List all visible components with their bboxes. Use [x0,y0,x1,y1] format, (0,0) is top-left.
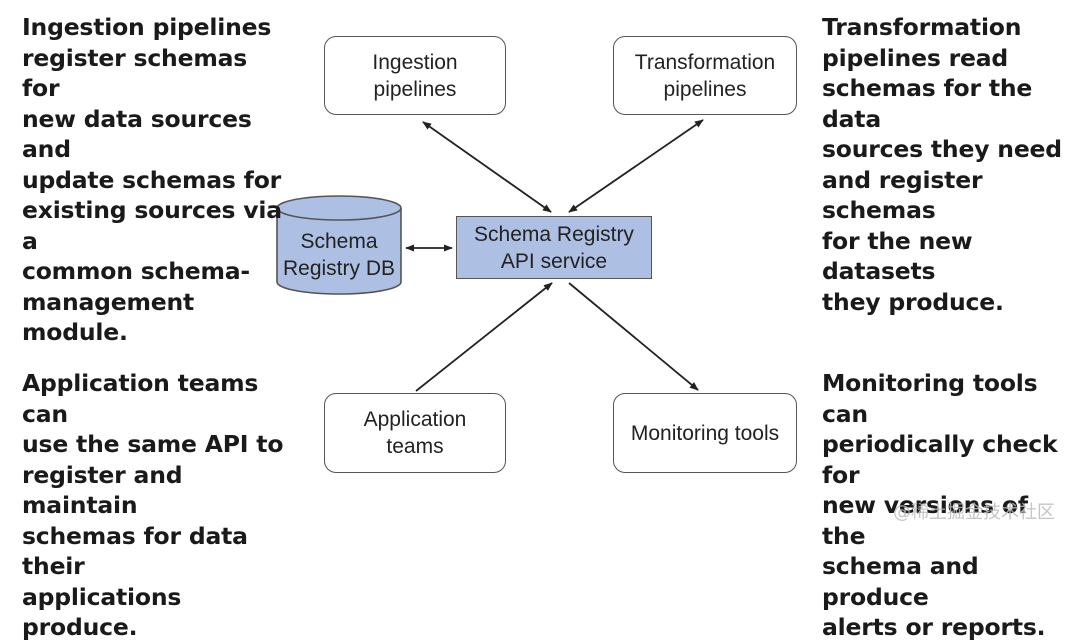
node-ingestion-pipelines: Ingestion pipelines [324,36,506,115]
diagram-connectors [276,119,704,392]
annotation-ingestion: Ingestion pipelines register schemas for… [22,13,282,346]
arrow-api-monitoring [568,282,699,391]
annotation-transformation: Transformation pipelines read schemas fo… [822,13,1062,316]
arrow-transformation-api [568,119,704,213]
node-transformation-pipelines: Transformation pipelines [613,36,797,115]
arrow-ingestion-api [422,121,552,213]
annotation-application: Application teams can use the same API t… [22,369,284,641]
database-cylinder-icon [276,195,402,295]
node-monitoring-tools: Monitoring tools [613,393,797,473]
node-schema-registry-api: Schema Registry API service [456,216,652,279]
arrow-application-api [415,282,553,392]
node-schema-registry-db-label: Schema Registry DB [282,230,396,280]
watermark-text: @稀土掘金技术社区 [893,502,1055,523]
node-application-teams: Application teams [324,393,506,473]
